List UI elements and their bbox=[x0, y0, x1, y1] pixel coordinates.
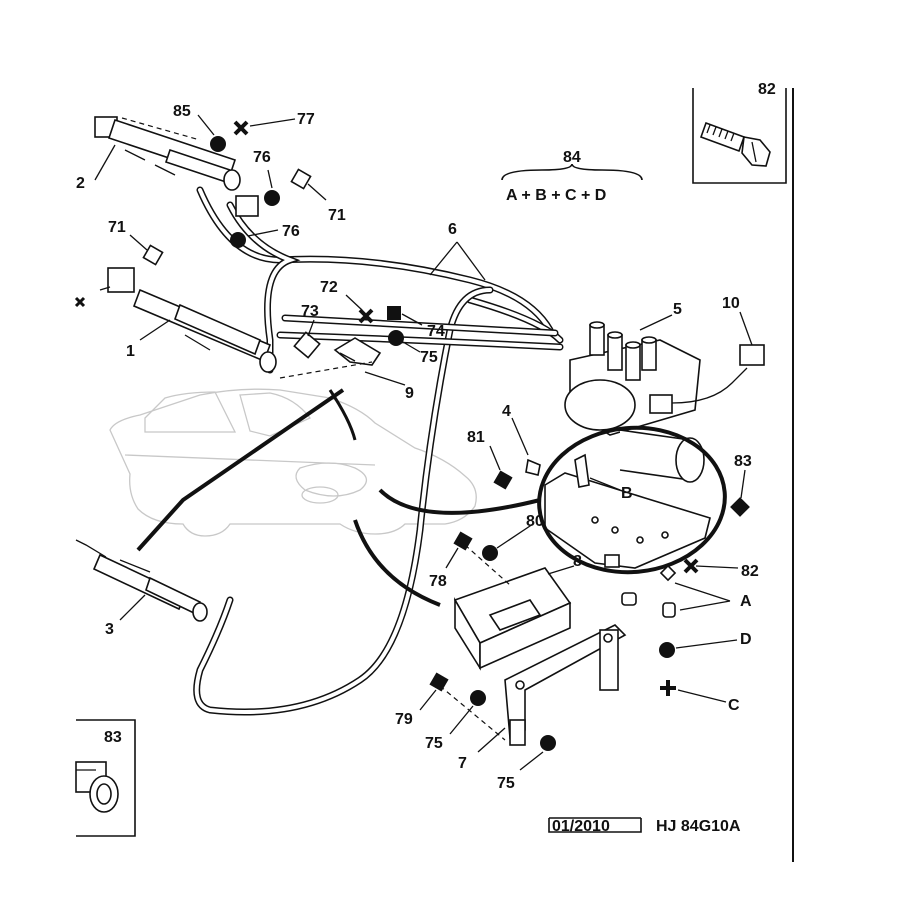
nut-A1 bbox=[621, 592, 637, 606]
callout-75b: 75 bbox=[425, 735, 443, 752]
callout-3: 3 bbox=[105, 621, 114, 638]
callout-80: 80 bbox=[526, 513, 544, 530]
callout-7: 7 bbox=[458, 755, 467, 772]
control-unit-8 bbox=[453, 567, 572, 671]
callout-75c: 75 bbox=[497, 775, 515, 792]
square-78 bbox=[453, 531, 473, 551]
footer-reference-code: HJ 84G10A bbox=[656, 818, 741, 835]
car-outline bbox=[109, 388, 477, 537]
inset-top-number: 82 bbox=[758, 81, 776, 98]
cylinder-1 bbox=[99, 267, 277, 373]
callout-5: 5 bbox=[673, 301, 682, 318]
callout-C: C bbox=[728, 697, 740, 714]
kit-84-group: 84 A + B + C + D bbox=[501, 149, 643, 204]
dot-D bbox=[659, 642, 675, 658]
callout-72: 72 bbox=[320, 279, 338, 296]
cylinder-2 bbox=[94, 116, 259, 217]
highlight-circle bbox=[537, 425, 727, 575]
pump-bracket bbox=[525, 453, 711, 569]
callout-76b: 76 bbox=[282, 223, 300, 240]
callout-77: 77 bbox=[297, 111, 315, 128]
callout-A: A bbox=[740, 593, 752, 610]
kit-number: 84 bbox=[563, 149, 581, 166]
callout-81: 81 bbox=[467, 429, 485, 446]
connector-line-1 bbox=[328, 389, 357, 441]
callout-B: B bbox=[621, 485, 633, 502]
nut-A2 bbox=[662, 602, 676, 618]
cross-77 bbox=[233, 120, 249, 136]
callout-71b: 71 bbox=[108, 219, 126, 236]
callout-labels: 85 77 76 71 76 2 71 1 3 6 72 73 74 75 9 … bbox=[76, 103, 759, 792]
connector-line-3 bbox=[136, 388, 345, 552]
fastener-set bbox=[621, 564, 677, 618]
square-81 bbox=[493, 470, 513, 490]
dot-75 bbox=[388, 330, 404, 346]
dot-75c bbox=[540, 735, 556, 751]
washer-73 bbox=[293, 331, 321, 359]
cross-82 bbox=[683, 558, 699, 574]
bolt-icon bbox=[699, 121, 771, 167]
callout-71a: 71 bbox=[328, 207, 346, 224]
footer-reference: 01/2010 HJ 84G10A bbox=[548, 817, 741, 835]
callout-2: 2 bbox=[76, 175, 85, 192]
callout-85: 85 bbox=[173, 103, 191, 120]
leader-lines bbox=[94, 114, 753, 771]
dot-76a bbox=[264, 190, 280, 206]
cross-edge bbox=[74, 296, 86, 308]
connector-line-8 bbox=[353, 519, 441, 607]
inset-part-83: 83 bbox=[75, 719, 136, 837]
bracket-9 bbox=[293, 331, 382, 366]
callout-73: 73 bbox=[301, 303, 319, 320]
pump-unit-5 bbox=[564, 321, 748, 483]
callout-8: 8 bbox=[573, 553, 582, 570]
fastener-symbols bbox=[74, 120, 750, 751]
callout-82: 82 bbox=[741, 563, 759, 580]
callout-6: 6 bbox=[448, 221, 457, 238]
washer-71a bbox=[290, 168, 312, 190]
callout-10: 10 bbox=[722, 295, 740, 312]
plus-C bbox=[660, 680, 676, 696]
fitting-icon bbox=[75, 761, 119, 813]
dot-75b bbox=[470, 690, 486, 706]
inset-bolt-82: 82 bbox=[692, 81, 787, 184]
callout-4: 4 bbox=[502, 403, 511, 420]
callout-75a: 75 bbox=[420, 349, 438, 366]
cross-72 bbox=[358, 308, 374, 324]
callout-83: 83 bbox=[734, 453, 752, 470]
stud-B bbox=[574, 453, 590, 488]
callout-79: 79 bbox=[395, 711, 413, 728]
callout-76a: 76 bbox=[253, 149, 271, 166]
dot-80 bbox=[482, 545, 498, 561]
bracket-7 bbox=[504, 624, 627, 746]
clip-4 bbox=[525, 458, 541, 476]
callout-1: 1 bbox=[126, 343, 135, 360]
square-74 bbox=[387, 306, 401, 320]
inset-bottom-number: 83 bbox=[104, 729, 122, 746]
connector-line-bracket bbox=[378, 488, 541, 515]
callout-78: 78 bbox=[429, 573, 447, 590]
callout-D: D bbox=[740, 631, 752, 648]
kit-formula: A + B + C + D bbox=[506, 187, 606, 204]
footer-date: 01/2010 bbox=[552, 818, 610, 835]
relay-10 bbox=[739, 344, 765, 366]
square-83 bbox=[730, 497, 750, 517]
cylinder-3 bbox=[75, 539, 208, 622]
callout-9: 9 bbox=[405, 385, 414, 402]
dot-85 bbox=[210, 136, 226, 152]
square-79 bbox=[429, 672, 449, 692]
callout-74: 74 bbox=[427, 323, 445, 340]
washer-71b bbox=[142, 244, 164, 266]
hose-bundle-6 bbox=[193, 186, 564, 716]
dot-76b bbox=[230, 232, 246, 248]
